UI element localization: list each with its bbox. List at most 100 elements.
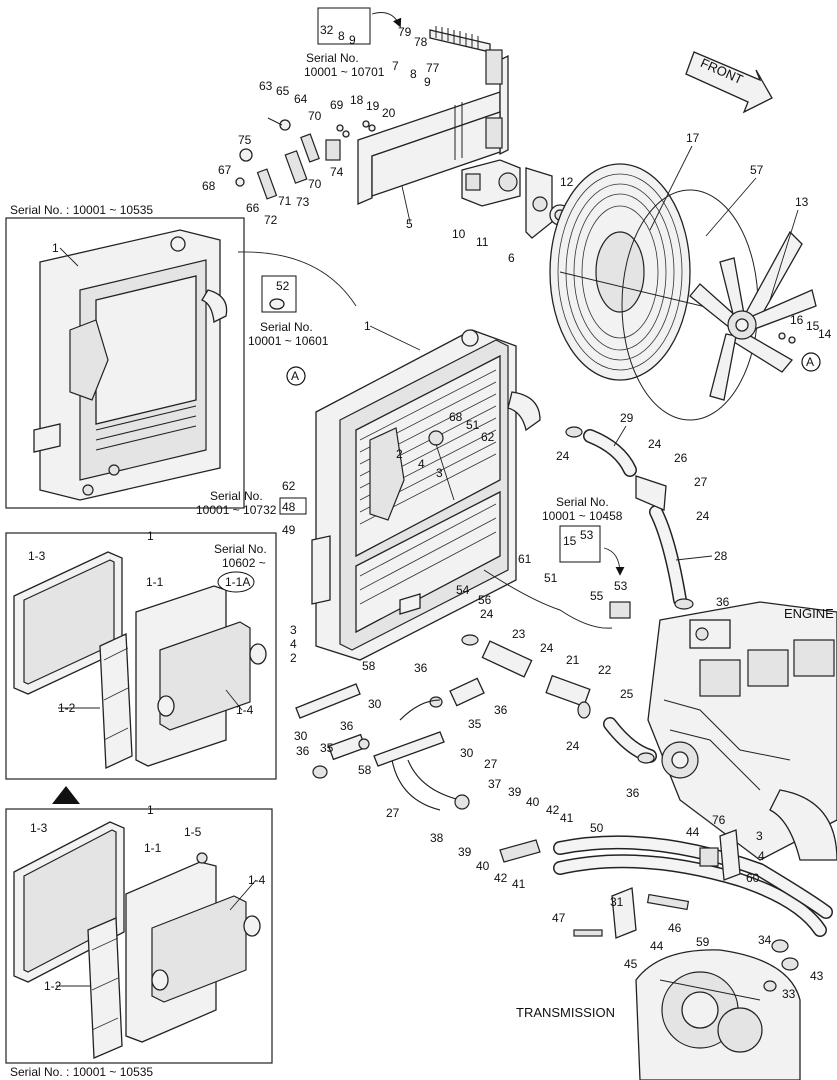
svg-text:A: A [806, 355, 814, 369]
part-65: 65 [276, 84, 290, 98]
transmission-housing [635, 939, 801, 1080]
part-24: 24 [480, 607, 494, 621]
part-34: 34 [758, 933, 772, 947]
part-62: 62 [282, 479, 296, 493]
part-6: 6 [508, 251, 515, 265]
part-70: 70 [308, 109, 322, 123]
part-41: 41 [512, 877, 526, 891]
comb-bracket [429, 26, 491, 53]
valve-block [461, 159, 571, 239]
part-4: 4 [758, 849, 765, 863]
part-38: 38 [430, 831, 444, 845]
part-24: 24 [540, 641, 554, 655]
part-64: 64 [294, 92, 308, 106]
part-77: 77 [426, 61, 440, 75]
part-47: 47 [552, 911, 566, 925]
left-bracket-hardware [235, 117, 376, 200]
part-58: 58 [362, 659, 376, 673]
part-61: 61 [518, 552, 532, 566]
callout-1-1a: 1-1A [225, 575, 250, 589]
part-42: 42 [494, 871, 508, 885]
part-35: 35 [468, 717, 482, 731]
part-68: 68 [202, 179, 216, 193]
part-52: 52 [276, 279, 290, 293]
serial-52-line1: Serial No. [260, 320, 313, 334]
serial-52-line2: 10001 ~ 10601 [248, 334, 329, 348]
inset-part-1-3: 1-3 [28, 549, 46, 563]
part-9: 9 [424, 75, 431, 89]
sensor-wire-61 [483, 569, 631, 629]
callout-1-1a-ellipse [217, 571, 255, 593]
part-51: 51 [466, 418, 480, 432]
engine-label: ENGINE [784, 606, 834, 621]
part-12: 12 [560, 175, 574, 189]
part-56: 56 [478, 593, 492, 607]
part-63: 63 [259, 79, 273, 93]
part-27: 27 [484, 757, 498, 771]
inset-transition-triangle [52, 786, 80, 804]
part-55: 55 [590, 589, 604, 603]
serial-callout-box-top [317, 7, 371, 45]
part-11: 11 [476, 235, 489, 249]
part-13: 13 [795, 195, 809, 209]
part-27: 27 [386, 806, 400, 820]
pressure-cap-52 [261, 275, 297, 313]
part-32: 32 [320, 23, 334, 37]
transmission-lines [499, 829, 833, 939]
part-68: 68 [449, 410, 463, 424]
serial-53-line2: 10001 ~ 10458 [542, 509, 623, 523]
part-44: 44 [686, 825, 700, 839]
part-53: 53 [580, 528, 594, 542]
part-71: 71 [278, 194, 292, 208]
part-62: 62 [481, 430, 495, 444]
inset-part-1-4: 1-4 [248, 873, 266, 887]
serial-53-line1: Serial No. [556, 495, 609, 509]
part-8: 8 [338, 29, 345, 43]
part-1: 1 [364, 319, 371, 333]
serial-inset-b-line1: Serial No. [214, 542, 267, 556]
part-3: 3 [756, 829, 763, 843]
part-23: 23 [512, 627, 526, 641]
part-24: 24 [566, 739, 580, 753]
inset-part-1-2: 1-2 [44, 979, 62, 993]
part-50: 50 [590, 821, 604, 835]
upper-coolant-hose [565, 426, 694, 610]
part-74: 74 [330, 165, 344, 179]
part-24: 24 [648, 437, 662, 451]
part-22: 22 [598, 663, 612, 677]
ref-circle-a-left: A [286, 366, 306, 386]
part-43: 43 [810, 969, 824, 983]
part-75: 75 [238, 133, 252, 147]
part-57: 57 [750, 163, 764, 177]
serial-box-48 [279, 497, 307, 515]
oil-cooler-tubes [295, 683, 470, 811]
inset-radiator-older [5, 217, 245, 509]
inset-cooler-older [5, 808, 273, 1064]
part-45: 45 [624, 957, 638, 971]
part-37: 37 [488, 777, 502, 791]
serial-48-line2: 10001 ~ 10732 [196, 503, 277, 517]
part-35: 35 [320, 741, 334, 755]
part-9: 9 [349, 33, 356, 47]
part-4: 4 [290, 637, 297, 651]
mounting-bracket-assembly [235, 7, 571, 239]
part-15: 15 [806, 319, 820, 333]
part-36: 36 [414, 661, 428, 675]
fan-blade-assembly [689, 230, 817, 401]
part-25: 25 [620, 687, 634, 701]
part-27: 27 [694, 475, 708, 489]
part-number-callouts: 32 8 9 79 78 7 77 8 9 63 65 64 69 18 19 … [28, 23, 832, 1001]
inset-part-1-5: 1-5 [184, 825, 202, 839]
part-8: 8 [410, 67, 417, 81]
svg-text:A: A [291, 369, 299, 383]
part-46: 46 [668, 921, 682, 935]
part-2: 2 [290, 651, 297, 665]
part-60: 60 [746, 871, 760, 885]
part-58: 58 [358, 763, 372, 777]
part-21: 21 [566, 653, 580, 667]
part-15: 15 [563, 534, 577, 548]
part-76: 76 [712, 813, 726, 827]
inset-part-1-4: 1-4 [236, 703, 254, 717]
part-24: 24 [556, 449, 570, 463]
part-4: 4 [418, 457, 425, 471]
